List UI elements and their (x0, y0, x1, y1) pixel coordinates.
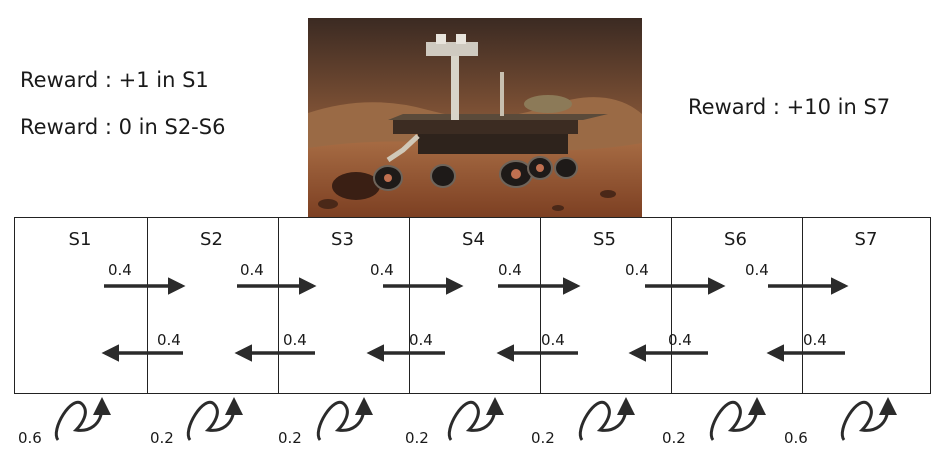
left-prob-label: 0.4 (157, 331, 181, 349)
right-prob-label: 0.4 (745, 261, 769, 279)
stay-prob-label: 0.2 (278, 429, 302, 447)
right-prob-label: 0.4 (498, 261, 522, 279)
cell-divider (802, 218, 803, 393)
state-label-s3: S3 (331, 229, 354, 250)
cell-divider (147, 218, 148, 393)
left-prob-label: 0.4 (803, 331, 827, 349)
stay-prob-label: 0.2 (150, 429, 174, 447)
right-prob-label: 0.4 (370, 261, 394, 279)
left-prob-label: 0.4 (668, 331, 692, 349)
reward-s1-text: Reward : +1 in S1 (20, 68, 209, 92)
state-label-s6: S6 (724, 229, 747, 250)
stay-prob-label: 0.2 (405, 429, 429, 447)
self-loop-arrow (54, 397, 111, 441)
reward-middle-text: Reward : 0 in S2-S6 (20, 115, 226, 139)
right-prob-label: 0.4 (625, 261, 649, 279)
state-label-s2: S2 (200, 229, 223, 250)
cell-divider (671, 218, 672, 393)
cell-divider (278, 218, 279, 393)
stay-prob-label: 0.6 (18, 429, 42, 447)
self-loop-arrow (186, 397, 243, 441)
self-loop-arrow (447, 397, 504, 441)
left-prob-label: 0.4 (409, 331, 433, 349)
right-prob-label: 0.4 (108, 261, 132, 279)
self-loop-arrow (709, 397, 766, 441)
cell-divider (409, 218, 410, 393)
state-label-s4: S4 (462, 229, 485, 250)
stay-prob-label: 0.2 (531, 429, 555, 447)
reward-s7-text: Reward : +10 in S7 (688, 95, 891, 119)
left-prob-label: 0.4 (283, 331, 307, 349)
stay-prob-label: 0.6 (784, 429, 808, 447)
self-loop-arrow (578, 397, 635, 441)
stay-prob-label: 0.2 (662, 429, 686, 447)
cell-divider (540, 218, 541, 393)
self-loop-arrow (840, 397, 897, 441)
mars-rover-image (308, 18, 642, 218)
state-label-s1: S1 (68, 229, 92, 250)
right-prob-label: 0.4 (240, 261, 264, 279)
state-label-s7: S7 (854, 229, 878, 250)
state-label-s5: S5 (593, 229, 616, 250)
left-prob-label: 0.4 (541, 331, 565, 349)
state-grid (14, 217, 931, 394)
self-loop-arrow (316, 397, 373, 441)
